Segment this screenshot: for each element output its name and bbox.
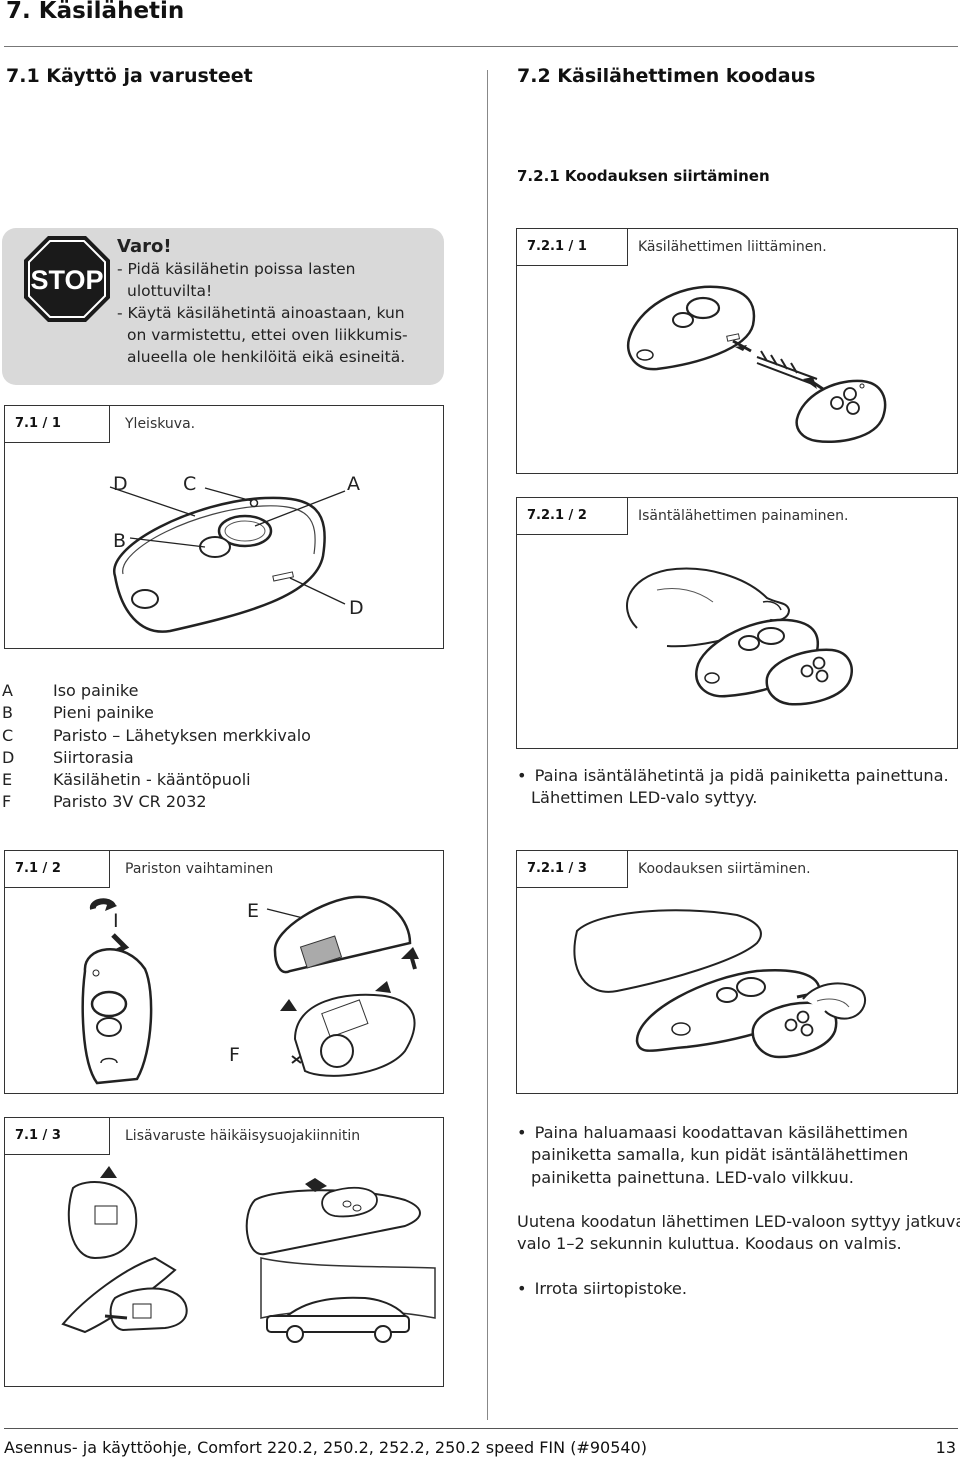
figure-7-2-1-1: 7.2.1 / 1 Käsilähettimen liittäminen. [516, 228, 958, 474]
figure-number: 7.1 / 1 [15, 416, 61, 431]
label-a: A [347, 473, 360, 495]
label-i: I [113, 910, 119, 932]
label-e: E [247, 900, 259, 922]
section-heading-7-1: 7.1 Käyttö ja varusteet [6, 65, 253, 87]
remote-overview-illustration: D C A B D [109, 473, 364, 633]
chapter-title: 7. Käsilähetin [6, 0, 185, 24]
bullet-line: painiketta samalla, kun pidät isäntälähe… [531, 1145, 909, 1165]
figure-number: 7.2.1 / 2 [527, 508, 587, 523]
bullet-line: Lähettimen LED-valo syttyy. [531, 788, 758, 808]
figure-7-2-1-2: 7.2.1 / 2 Isäntälähettimen painaminen. [516, 497, 958, 749]
bullet-line: Paina haluamaasi koodattavan käsilähetti… [517, 1122, 908, 1144]
instruction-bullet-3: Irrota siirtopistoke. [517, 1278, 687, 1300]
column-divider [487, 70, 488, 1420]
label-c: C [183, 473, 196, 495]
warning-line: on varmistettu, ettei oven liikkumis- [127, 326, 408, 344]
figure-number: 7.2.1 / 3 [527, 861, 587, 876]
warning-line: alueella ole henkilöitä eikä esineitä. [127, 348, 406, 366]
instruction-bullet-2: Paina haluamaasi koodattavan käsilähetti… [517, 1122, 908, 1189]
warning-title: Varo! [117, 236, 172, 257]
figure-number: 7.1 / 3 [15, 1128, 61, 1143]
visor-clip-illustration [61, 1166, 436, 1343]
label-b: B [113, 530, 126, 552]
section-heading-7-2: 7.2 Käsilähettimen koodaus [517, 65, 816, 87]
connect-transmitter-illustration [626, 285, 887, 444]
figure-caption: Koodauksen siirtäminen. [638, 861, 811, 877]
figure-number: 7.1 / 2 [15, 861, 61, 876]
completion-paragraph: Uutena koodatun lähettimen LED-valoon sy… [517, 1211, 960, 1256]
paragraph-line: Uutena koodatun lähettimen LED-valoon sy… [517, 1212, 960, 1231]
warning-box: STOP Varo! - Pidä käsilähetin poissa las… [2, 228, 444, 385]
battery-replacement-illustration: I E F [81, 895, 419, 1085]
label-f: F [229, 1044, 240, 1066]
figure-7-1-3: 7.1 / 3 Lisävaruste häikäisysuojakiinnit… [4, 1117, 444, 1387]
figure-7-1-1: D C A B D 7.1 / 1 Yleiskuva. [4, 405, 444, 649]
press-master-transmitter-illustration [626, 567, 853, 706]
subsection-heading-7-2-1: 7.2.1 Koodauksen siirtäminen [517, 167, 770, 185]
warning-line: - Käytä käsilähetintä ainoastaan, kun [117, 304, 405, 322]
warning-line: - Pidä käsilähetin poissa lasten [117, 260, 356, 278]
label-d-top: D [113, 473, 128, 495]
bullet-line: painiketta painettuna. LED-valo vilkkuu. [531, 1167, 854, 1187]
figure-caption: Yleiskuva. [125, 416, 196, 432]
figure-caption: Isäntälähettimen painaminen. [638, 508, 849, 524]
page-number: 13 [935, 1438, 956, 1457]
transfer-coding-illustration [573, 909, 866, 1059]
figure-caption: Lisävaruste häikäisysuojakiinnitin [125, 1128, 361, 1144]
figure-caption: Pariston vaihtaminen [125, 861, 274, 877]
footer-text: Asennus- ja käyttöohje, Comfort 220.2, 2… [4, 1438, 647, 1457]
figure-caption: Käsilähettimen liittäminen. [638, 239, 827, 255]
footer-rule [4, 1428, 958, 1429]
bullet-line: Irrota siirtopistoke. [517, 1278, 687, 1300]
paragraph-line: valo 1–2 sekunnin kuluttua. Koodaus on v… [517, 1234, 902, 1254]
stop-sign-icon: STOP [24, 236, 110, 322]
bullet-line: Paina isäntälähetintä ja pidä painiketta… [517, 765, 949, 787]
instruction-bullet-1: Paina isäntälähetintä ja pidä painiketta… [517, 765, 949, 810]
figure-7-1-2: I E F 7.1 / 2 Pariston vaihtaminen [4, 850, 444, 1094]
warning-line: ulottuvilta! [127, 282, 213, 300]
stop-sign-text: STOP [30, 265, 103, 295]
title-rule [4, 46, 958, 47]
label-d-right: D [349, 597, 364, 619]
figure-number: 7.2.1 / 1 [527, 239, 587, 254]
figure-7-2-1-3: 7.2.1 / 3 Koodauksen siirtäminen. [516, 850, 958, 1094]
